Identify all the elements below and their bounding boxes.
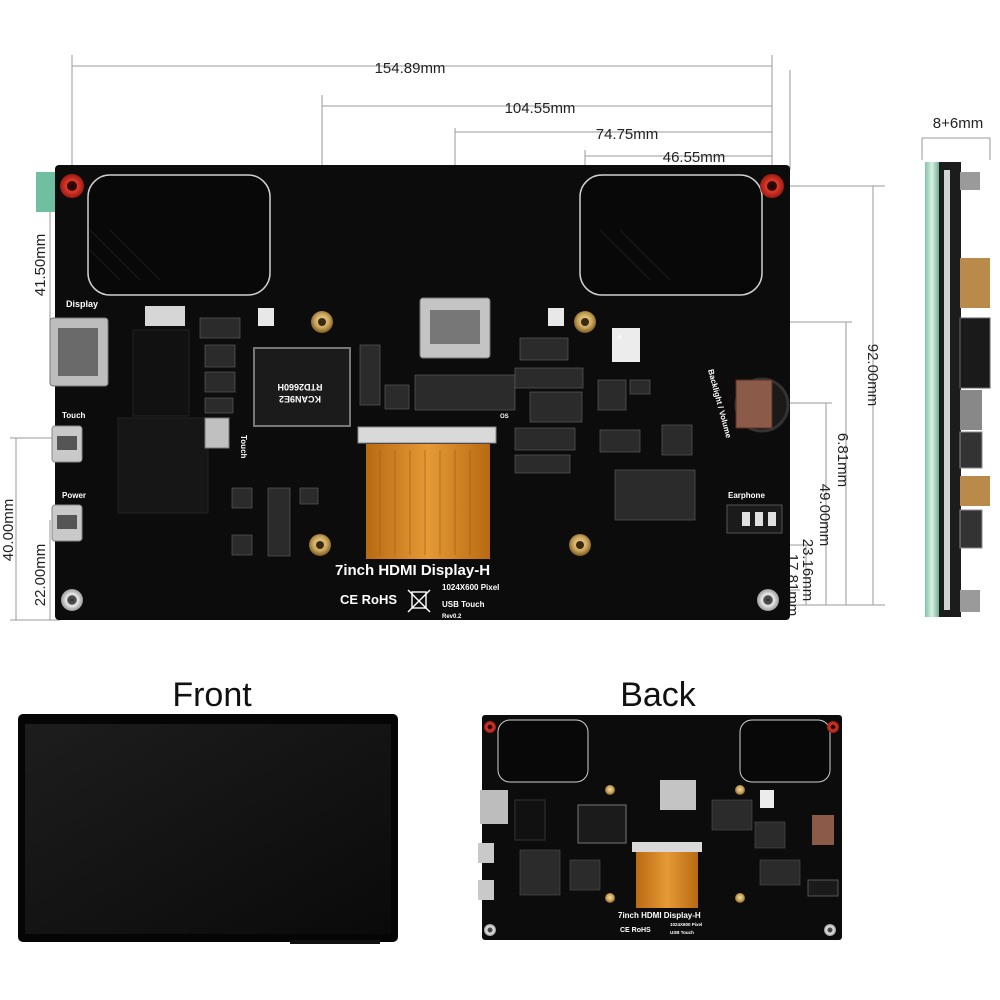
flex-cable	[366, 444, 490, 559]
earphone-jack	[726, 504, 783, 534]
label-chip-os: OS	[500, 414, 509, 420]
white-pad-2	[548, 308, 564, 326]
power-connector-white	[612, 328, 640, 362]
side-view	[921, 137, 991, 617]
smd-components	[199, 317, 696, 557]
mount-hole-bottom-left	[61, 589, 83, 611]
dim-6-81: 6.81mm	[834, 433, 851, 487]
ic-label-1: RTD2660H	[277, 382, 322, 392]
dim-hole-span: 104.55mm	[505, 100, 576, 117]
dim-thickness: 8+6mm	[933, 115, 983, 132]
dim-hdmi-offset: 74.75mm	[596, 126, 659, 143]
dim-left-22: 22.00mm	[32, 544, 49, 607]
connector-block	[132, 329, 190, 417]
board-revision: Rev0.2	[442, 614, 462, 620]
label-display: Display	[66, 299, 98, 309]
side-glass	[925, 162, 939, 617]
front-screen	[25, 724, 391, 934]
knob-body	[735, 379, 773, 429]
pad-outline-right	[579, 174, 763, 296]
back-board-large: Display Touch Power RTD2660H KCAN9E2	[36, 165, 790, 620]
mount-hole-top-left	[60, 174, 84, 198]
front-view	[18, 714, 398, 944]
side-ports	[959, 172, 991, 612]
label-power: Power	[62, 491, 86, 500]
small-board-certs: CE RoHS	[620, 927, 651, 934]
dim-left-hole-height: 41.50mm	[32, 234, 49, 297]
back-board-small: 7inch HDMI Display-H CE RoHS 1024X600 Pi…	[478, 715, 842, 940]
small-board-touch: USB Touch	[670, 930, 694, 935]
dim-49-00: 49.00mm	[816, 484, 833, 547]
board-touch-type: USB Touch	[442, 600, 485, 609]
small-board-title: 7inch HDMI Display-H	[618, 911, 701, 920]
pad-outline-left	[87, 174, 271, 296]
label-back: Back	[620, 676, 697, 714]
plus-mark: +	[617, 332, 622, 342]
board-resolution: 1024X600 Pixel	[442, 583, 499, 592]
dim-width-total: 154.89mm	[375, 60, 446, 77]
board-title: 7inch HDMI Display-H	[335, 562, 490, 579]
label-touch: Touch	[62, 411, 86, 420]
ic-label-2: KCAN9E2	[279, 394, 321, 404]
dim-23-16: 23.16mm	[799, 539, 816, 602]
label-earphone: Earphone	[728, 491, 765, 500]
weee-icon	[407, 589, 431, 613]
mount-hole-bottom-right	[757, 589, 779, 611]
board-certs: CE RoHS	[340, 592, 397, 607]
dim-height-total: 92.00mm	[864, 344, 881, 407]
label-touch-side: Touch	[239, 435, 248, 459]
fpc-connector	[357, 426, 497, 444]
dim-left-40: 40.00mm	[0, 499, 17, 562]
dark-pad	[117, 417, 209, 514]
label-front: Front	[172, 676, 252, 714]
mount-hole-top-right	[760, 174, 784, 198]
small-fpc	[145, 306, 185, 326]
green-connector-tab	[36, 172, 56, 212]
main-ic	[253, 347, 351, 427]
small-board-resolution: 1024X600 Pixel	[670, 922, 702, 927]
micro-usb-touch-side	[204, 417, 230, 449]
dim-hole-offset: 46.55mm	[663, 149, 726, 166]
white-pad-1	[258, 308, 274, 326]
